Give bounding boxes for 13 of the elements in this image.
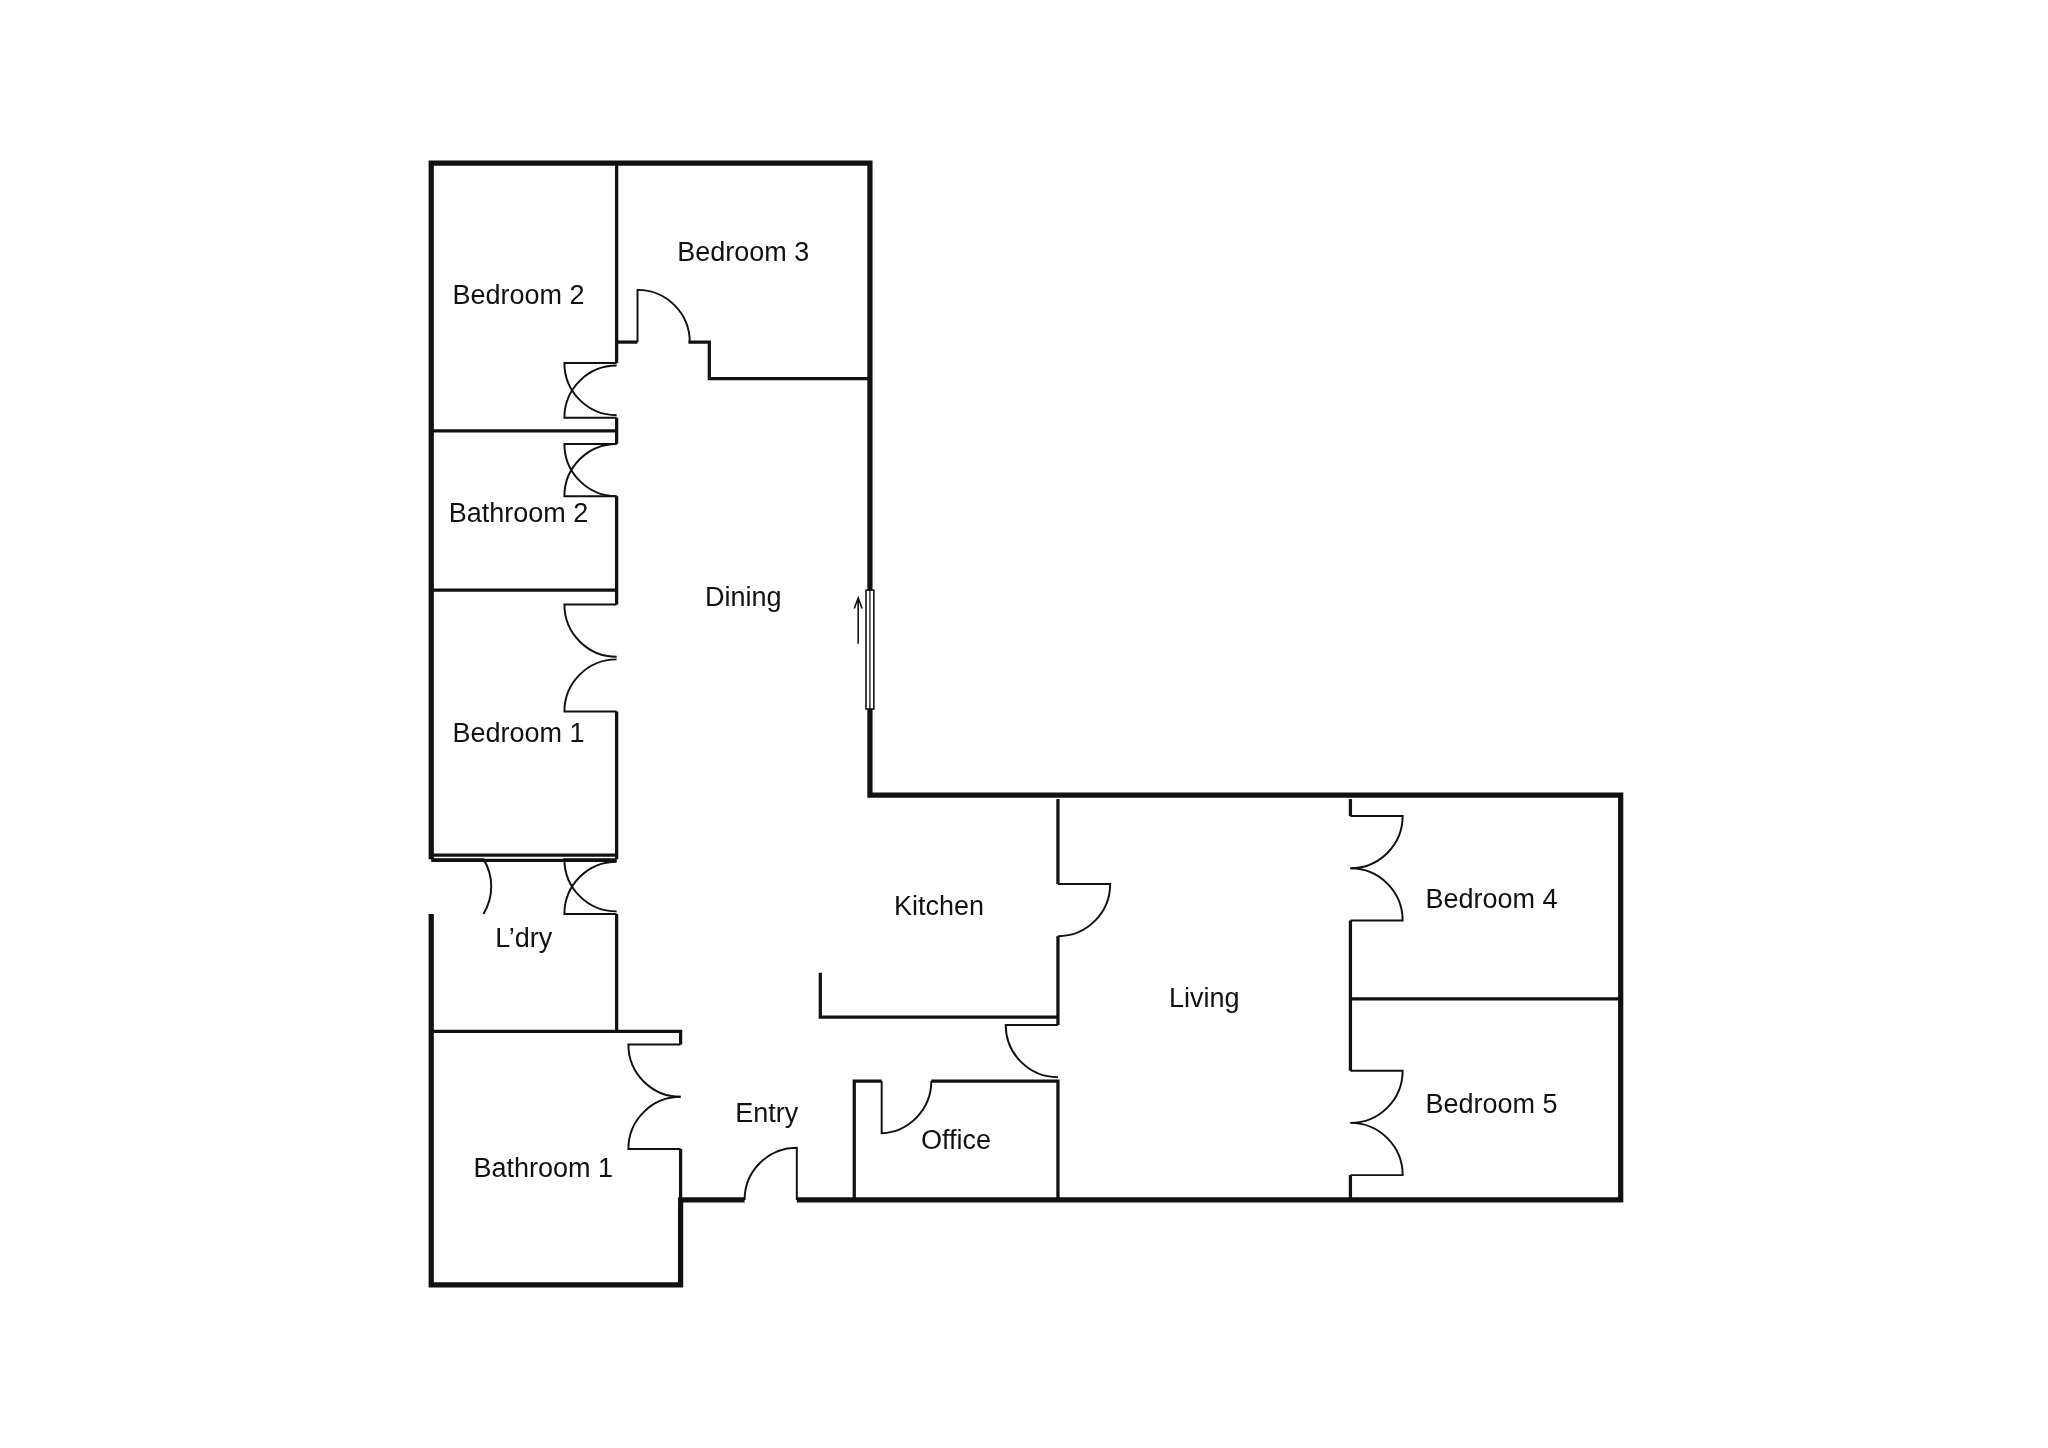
room-label: Bedroom 2: [452, 279, 585, 311]
room-label: Dining: [704, 581, 782, 613]
room-label: Office: [921, 1124, 992, 1156]
room-label: L’dry: [495, 922, 553, 954]
room-label: Bedroom 4: [1425, 883, 1558, 915]
room-label: Living: [1168, 982, 1240, 1014]
room-label: Bedroom 3: [677, 236, 810, 268]
room-label: Bathroom 2: [448, 497, 589, 529]
room-label: Kitchen: [894, 890, 985, 922]
room-label: Bedroom 5: [1425, 1088, 1558, 1120]
room-label: Bathroom 1: [473, 1152, 614, 1184]
room-label: Entry: [735, 1097, 799, 1129]
room-label: Bedroom 1: [452, 717, 585, 749]
